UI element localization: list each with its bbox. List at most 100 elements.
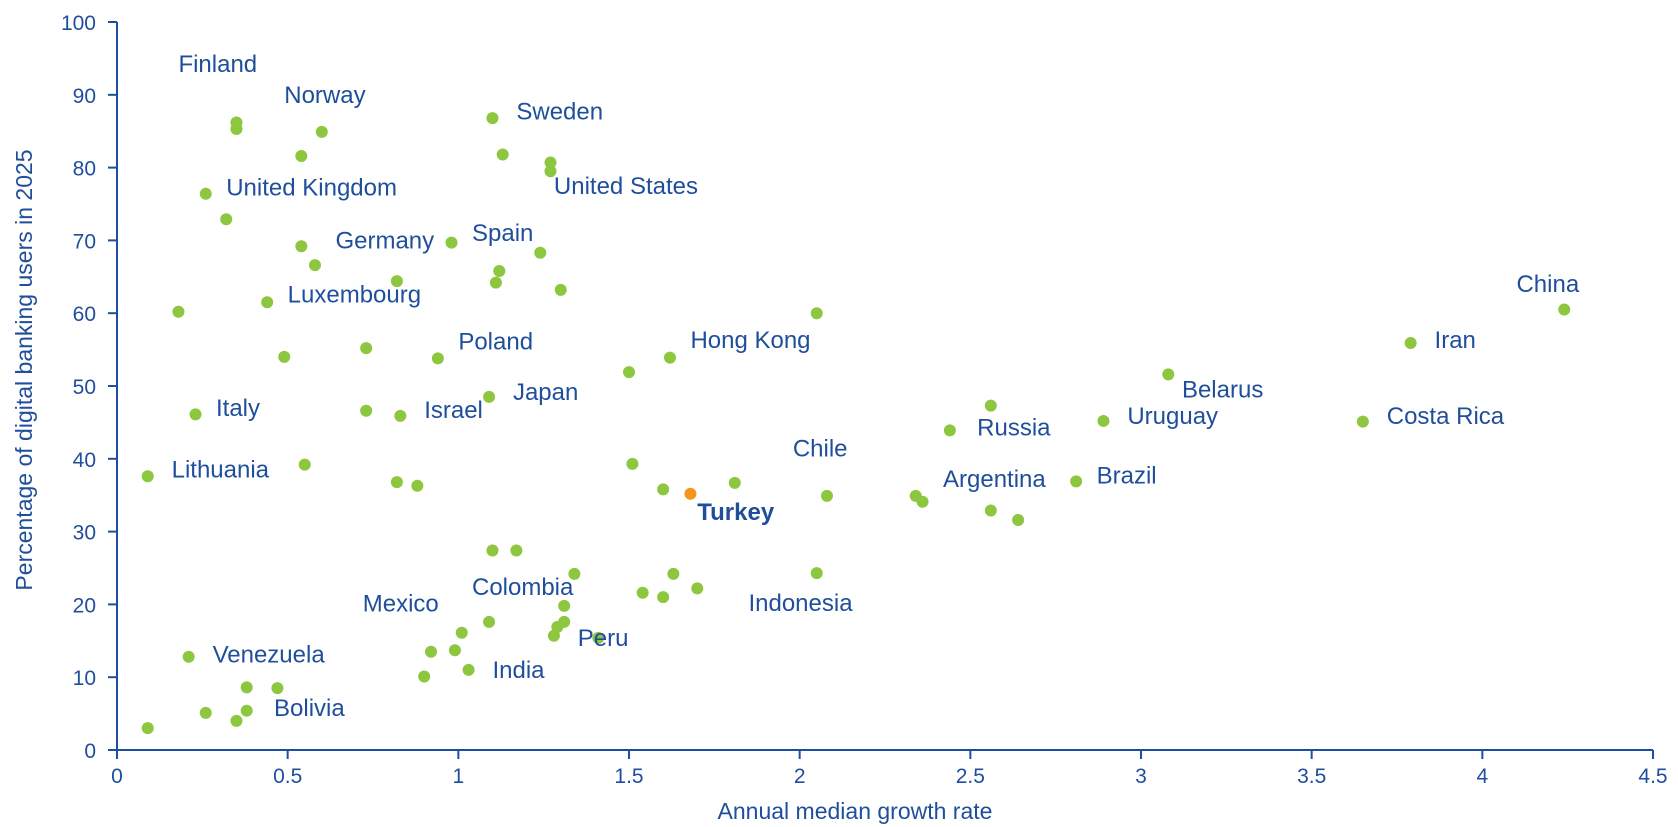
data-point — [810, 567, 823, 580]
data-point — [558, 599, 571, 612]
data-point — [493, 264, 506, 277]
data-point — [486, 544, 499, 557]
point-label: Venezuela — [213, 642, 326, 669]
point-label: Costa Rica — [1387, 403, 1505, 430]
data-point — [445, 236, 458, 249]
highlight-point-label: Turkey — [697, 499, 775, 526]
y-tick-label: 30 — [73, 522, 96, 545]
data-point — [240, 704, 253, 717]
data-point — [172, 305, 185, 318]
data-point — [390, 476, 403, 489]
point-label: United Kingdom — [226, 174, 397, 201]
x-tick-label: 1 — [452, 765, 464, 788]
point-label: Colombia — [472, 574, 574, 601]
data-point — [394, 409, 407, 422]
data-point — [360, 404, 373, 417]
x-tick-label: 0.5 — [273, 765, 302, 788]
data-point — [984, 399, 997, 412]
point-label: Spain — [472, 220, 533, 247]
data-point — [1070, 475, 1083, 488]
data-point — [199, 187, 212, 200]
data-point — [141, 470, 154, 483]
x-tick-label: 3 — [1135, 765, 1147, 788]
data-point — [189, 408, 202, 421]
data-point — [489, 276, 502, 289]
point-label: Japan — [513, 379, 578, 406]
point-label: Mexico — [363, 591, 439, 618]
y-tick-label: 60 — [73, 303, 96, 326]
point-label: India — [492, 657, 545, 684]
point-label: Belarus — [1182, 377, 1263, 404]
point-label: Israel — [424, 397, 483, 424]
data-point — [1012, 513, 1025, 526]
data-point — [657, 591, 670, 604]
data-point — [547, 629, 560, 642]
data-point — [554, 283, 567, 296]
data-point — [418, 670, 431, 683]
point-label: Norway — [284, 82, 365, 109]
data-point — [728, 476, 741, 489]
data-point — [295, 149, 308, 162]
point-label: China — [1516, 271, 1579, 298]
data-point — [916, 495, 929, 508]
point-label: Uruguay — [1127, 403, 1218, 430]
data-point — [1404, 337, 1417, 350]
data-point — [984, 504, 997, 517]
data-point — [636, 586, 649, 599]
data-point-highlight — [684, 487, 697, 500]
data-point — [240, 681, 253, 694]
data-point — [390, 275, 403, 288]
data-point — [1356, 415, 1369, 428]
x-tick-label: 2 — [794, 765, 806, 788]
point-label: Germany — [335, 227, 434, 254]
data-point — [220, 213, 233, 226]
y-tick-label: 10 — [73, 667, 96, 690]
data-point — [510, 544, 523, 557]
data-point — [820, 489, 833, 502]
data-point — [534, 246, 547, 259]
y-tick-label: 90 — [73, 85, 96, 108]
y-tick-label: 50 — [73, 376, 96, 399]
x-tick-label: 3.5 — [1297, 765, 1326, 788]
point-label: Sweden — [516, 99, 603, 126]
data-point — [1558, 303, 1571, 316]
data-point — [360, 342, 373, 355]
data-point — [1162, 368, 1175, 381]
data-point — [496, 148, 509, 161]
point-label: Peru — [578, 625, 629, 652]
point-label: Hong Kong — [690, 327, 810, 354]
data-point — [483, 390, 496, 403]
x-axis-title: Annual median growth rate — [718, 798, 993, 824]
data-point — [411, 479, 424, 492]
point-label: Bolivia — [274, 695, 345, 722]
x-tick-label: 4.5 — [1638, 765, 1667, 788]
x-tick-label: 1.5 — [614, 765, 643, 788]
data-point — [278, 350, 291, 363]
data-point — [623, 366, 635, 379]
y-tick-label: 40 — [73, 449, 96, 472]
data-point — [483, 615, 496, 628]
data-point — [271, 682, 284, 695]
point-label: Russia — [977, 415, 1051, 442]
data-point — [141, 722, 154, 735]
data-point — [462, 663, 475, 676]
point-label: United States — [554, 173, 698, 200]
data-point — [657, 483, 670, 496]
y-axis-title: Percentage of digital banking users in 2… — [11, 149, 37, 590]
data-point — [943, 424, 956, 437]
point-label: Brazil — [1097, 463, 1157, 490]
data-point — [199, 706, 212, 719]
data-point — [182, 650, 195, 663]
data-point — [667, 567, 680, 580]
point-label: Iran — [1435, 327, 1476, 354]
point-label: Chile — [793, 436, 848, 463]
data-point — [431, 352, 444, 365]
data-point — [298, 458, 311, 471]
y-tick-label: 100 — [61, 12, 96, 35]
x-tick-label: 4 — [1476, 765, 1488, 788]
data-point — [663, 351, 676, 364]
data-point — [448, 644, 461, 657]
data-point — [810, 307, 823, 320]
